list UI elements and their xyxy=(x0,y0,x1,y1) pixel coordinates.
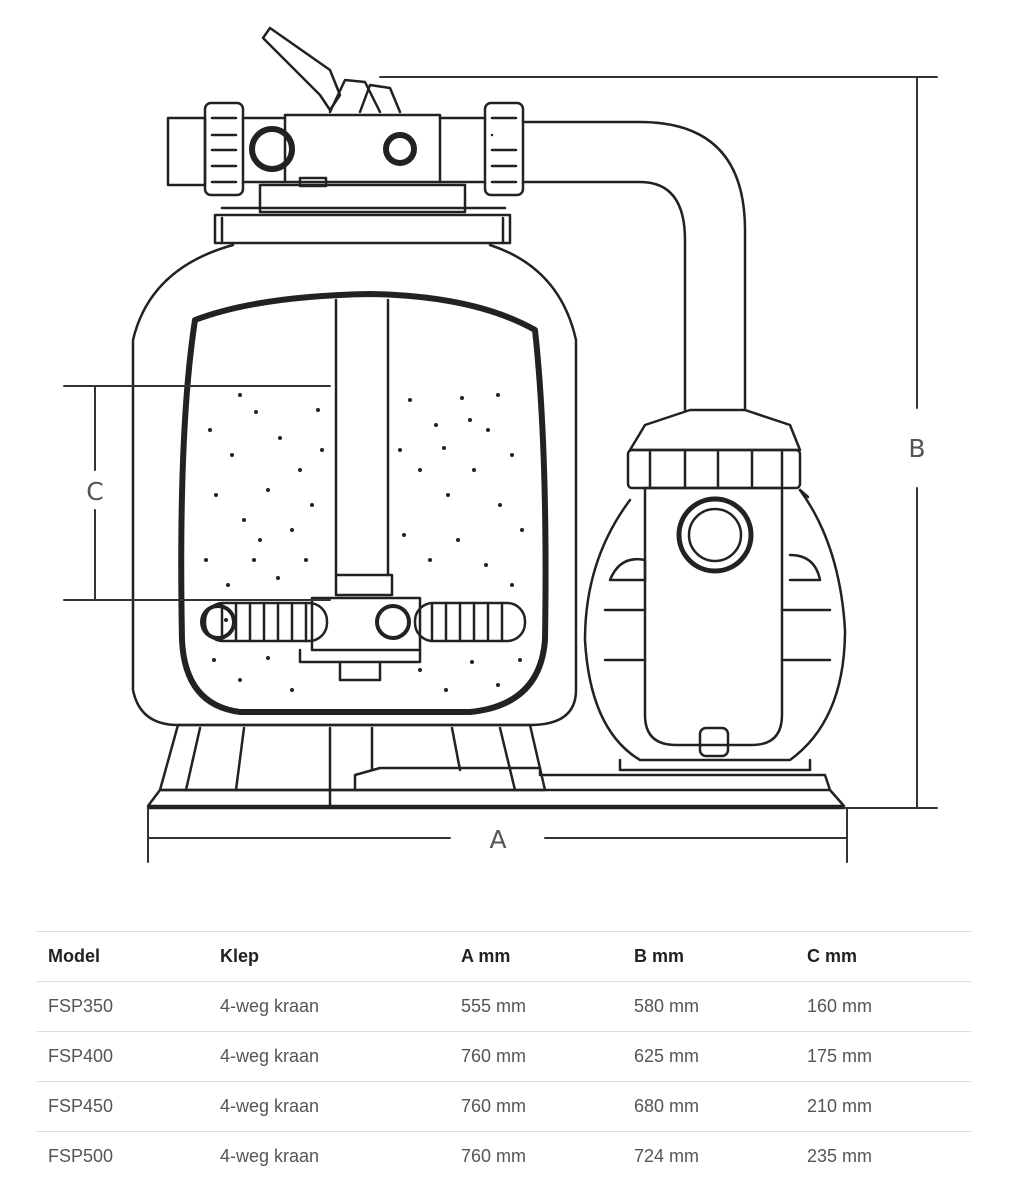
sand-filter-media xyxy=(204,393,524,692)
cell-b: 625 mm xyxy=(623,1031,796,1082)
cell-c: 210 mm xyxy=(796,1081,971,1132)
table-row: FSP350 4-weg kraan 555 mm 580 mm 160 mm xyxy=(37,981,971,1032)
cell-model: FSP400 xyxy=(37,1031,209,1082)
header-b-mm: B mm xyxy=(623,931,796,982)
multiport-valve xyxy=(166,26,525,245)
cell-model: FSP450 xyxy=(37,1081,209,1132)
table-row: FSP400 4-weg kraan 760 mm 625 mm 175 mm xyxy=(37,1031,971,1082)
dimension-label-c: C xyxy=(86,477,103,506)
table-row: FSP500 4-weg kraan 760 mm 724 mm 235 mm xyxy=(37,1131,971,1182)
cell-a: 760 mm xyxy=(450,1031,623,1082)
filter-pump-diagram: A B C xyxy=(63,26,938,863)
cell-b: 680 mm xyxy=(623,1081,796,1132)
header-model: Model xyxy=(37,931,209,982)
cell-c: 175 mm xyxy=(796,1031,971,1082)
cell-klep: 4-weg kraan xyxy=(209,981,450,1032)
cell-klep: 4-weg kraan xyxy=(209,1081,450,1132)
specifications-table: Model Klep A mm B mm C mm FSP350 4-weg k… xyxy=(37,931,971,1182)
dimension-label-b: B xyxy=(908,434,925,463)
header-klep: Klep xyxy=(209,931,450,982)
tank-stand xyxy=(158,723,547,807)
connecting-hose xyxy=(521,120,747,412)
cell-c: 160 mm xyxy=(796,981,971,1032)
cell-klep: 4-weg kraan xyxy=(209,1131,450,1182)
table-row: FSP450 4-weg kraan 760 mm 680 mm 210 mm xyxy=(37,1081,971,1132)
cell-a: 555 mm xyxy=(450,981,623,1032)
base-plate xyxy=(146,766,846,810)
cell-c: 235 mm xyxy=(796,1131,971,1182)
filter-tank xyxy=(131,243,578,727)
cell-b: 580 mm xyxy=(623,981,796,1032)
pump xyxy=(583,408,847,772)
cell-b: 724 mm xyxy=(623,1131,796,1182)
central-pipe-laterals xyxy=(200,298,527,682)
cell-klep: 4-weg kraan xyxy=(209,1031,450,1082)
cell-a: 760 mm xyxy=(450,1081,623,1132)
cell-model: FSP350 xyxy=(37,981,209,1032)
dimension-lines xyxy=(63,76,938,863)
dimension-label-a: A xyxy=(489,825,506,854)
header-c-mm: C mm xyxy=(796,931,971,982)
header-a-mm: A mm xyxy=(450,931,623,982)
table-header-row: Model Klep A mm B mm C mm xyxy=(37,931,971,982)
cell-a: 760 mm xyxy=(450,1131,623,1182)
cell-model: FSP500 xyxy=(37,1131,209,1182)
